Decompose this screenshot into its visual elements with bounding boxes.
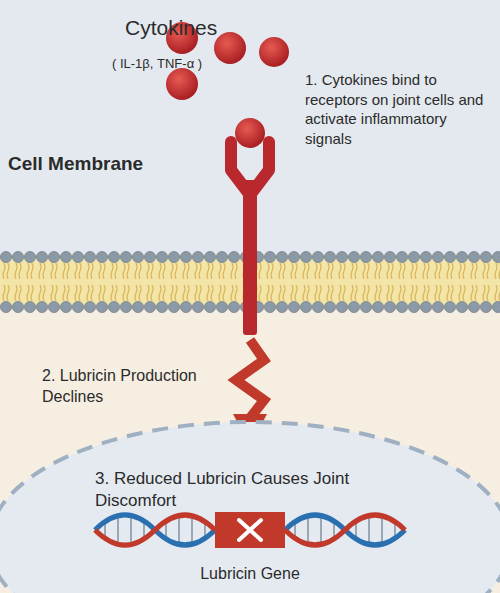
subheading-text: ( IL-1β, TNF-α ) (112, 56, 272, 73)
receptor-symbol (231, 118, 269, 335)
heading-text: Cytokines (125, 14, 285, 41)
gene-label: Lubricin Gene (0, 564, 500, 585)
cytokine-molecule (166, 68, 198, 100)
cytokine-molecule (214, 32, 246, 64)
step-text: 2. Lubricin Production Declines (42, 366, 202, 408)
nucleus-ellipse: 3. Reduced Lubricin Causes Joint Discomf… (0, 418, 500, 593)
step-text: 1. Cytokines bind to receptors on joint … (305, 70, 497, 148)
region-label: Cell Membrane (8, 152, 208, 177)
cytokine-molecule (259, 37, 289, 67)
step-text: 3. Reduced Lubricin Causes Joint Discomf… (95, 468, 357, 512)
